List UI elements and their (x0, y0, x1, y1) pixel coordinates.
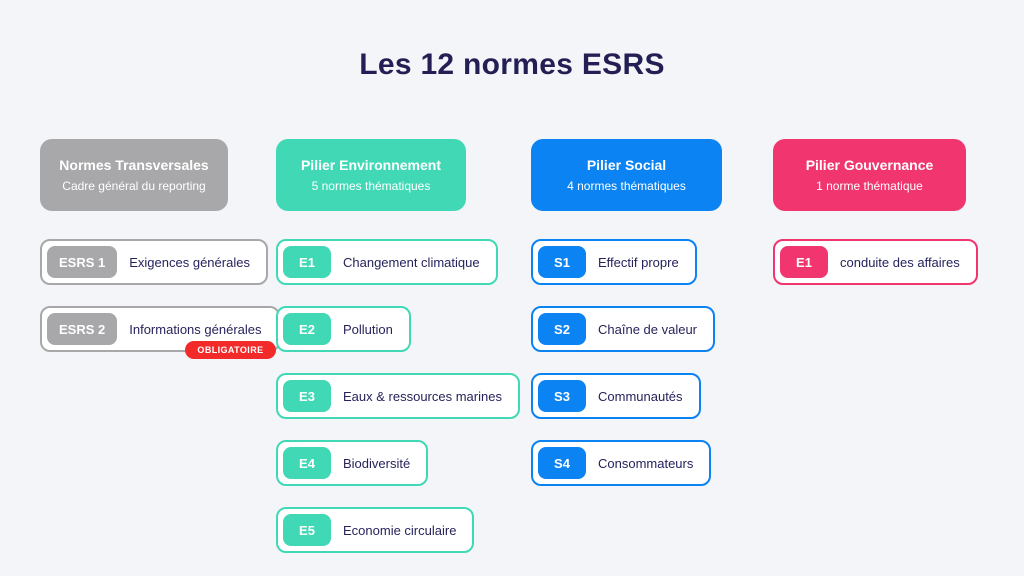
norm-code-badge: ESRS 2 (47, 313, 118, 345)
column-header-social: Pilier Social 4 normes thématiques (531, 139, 722, 211)
norm-card-s2: S2 Chaîne de valeur (531, 306, 716, 352)
norm-code-badge: E1 (283, 246, 331, 278)
column-header-title: Pilier Environnement (300, 157, 442, 173)
column-header-title: Normes Transversales (59, 157, 209, 173)
norm-card-e3: E3 Eaux & ressources marines (276, 373, 520, 419)
norm-code-badge: S3 (538, 380, 586, 412)
norm-card-s1: S1 Effectif propre (531, 239, 697, 285)
norm-code-badge: S1 (538, 246, 586, 278)
column-items: ESRS 1 Exigences générales ESRS 2 Inform… (40, 239, 280, 359)
norm-card-e5: E5 Economie circulaire (276, 507, 475, 553)
norm-code-badge: ESRS 1 (47, 246, 118, 278)
norm-card-e2: E2 Pollution (276, 306, 411, 352)
norm-code-badge: E2 (283, 313, 331, 345)
norm-card-g1: E1 conduite des affaires (773, 239, 978, 285)
norm-label: conduite des affaires (840, 254, 960, 270)
column-header-subtitle: 1 norme thématique (816, 179, 923, 193)
column-items: S1 Effectif propre S2 Chaîne de valeur S… (531, 239, 722, 486)
norm-label: Biodiversité (343, 455, 411, 471)
column-pilier-environnement: Pilier Environnement 5 normes thématique… (276, 139, 520, 553)
column-pilier-social: Pilier Social 4 normes thématiques S1 Ef… (531, 139, 722, 486)
norm-code-badge: E5 (283, 514, 331, 546)
column-header-subtitle: Cadre général du reporting (62, 179, 206, 193)
mandatory-badge: OBLIGATOIRE (185, 341, 276, 359)
norm-card-esrs2: ESRS 2 Informations générales OBLIGATOIR… (40, 306, 280, 359)
norm-code-badge: E3 (283, 380, 331, 412)
norm-code-badge: E1 (780, 246, 828, 278)
column-header-subtitle: 4 normes thématiques (567, 179, 686, 193)
norm-label: Economie circulaire (343, 522, 457, 538)
norm-label: Effectif propre (598, 254, 679, 270)
column-header-title: Pilier Gouvernance (805, 157, 934, 173)
column-header-environnement: Pilier Environnement 5 normes thématique… (276, 139, 466, 211)
column-header-transversales: Normes Transversales Cadre général du re… (40, 139, 228, 211)
norm-label: Changement climatique (343, 254, 480, 270)
norm-code-badge: S2 (538, 313, 586, 345)
column-header-gouvernance: Pilier Gouvernance 1 norme thématique (773, 139, 966, 211)
column-header-title: Pilier Social (586, 157, 667, 173)
norm-label: Informations générales (129, 321, 262, 337)
norm-label: Eaux & ressources marines (343, 388, 502, 404)
norm-code-badge: E4 (283, 447, 331, 479)
page-title: Les 12 normes ESRS (359, 48, 665, 81)
column-header-subtitle: 5 normes thématiques (311, 179, 431, 193)
norm-card-e1: E1 Changement climatique (276, 239, 498, 285)
column-items: E1 conduite des affaires (773, 239, 978, 285)
norm-card-s4: S4 Consommateurs (531, 440, 712, 486)
norm-label: Communautés (598, 388, 683, 404)
norm-label: Chaîne de valeur (598, 321, 698, 337)
norm-label: Consommateurs (598, 455, 694, 471)
column-items: E1 Changement climatique E2 Pollution E3… (276, 239, 520, 553)
column-pilier-gouvernance: Pilier Gouvernance 1 norme thématique E1… (773, 139, 978, 285)
norm-label: Exigences générales (129, 254, 250, 270)
column-normes-transversales: Normes Transversales Cadre général du re… (40, 139, 280, 359)
norm-card-e4: E4 Biodiversité (276, 440, 429, 486)
norm-card-s3: S3 Communautés (531, 373, 701, 419)
norm-label: Pollution (343, 321, 393, 337)
norm-card-esrs1: ESRS 1 Exigences générales (40, 239, 268, 285)
norm-code-badge: S4 (538, 447, 586, 479)
